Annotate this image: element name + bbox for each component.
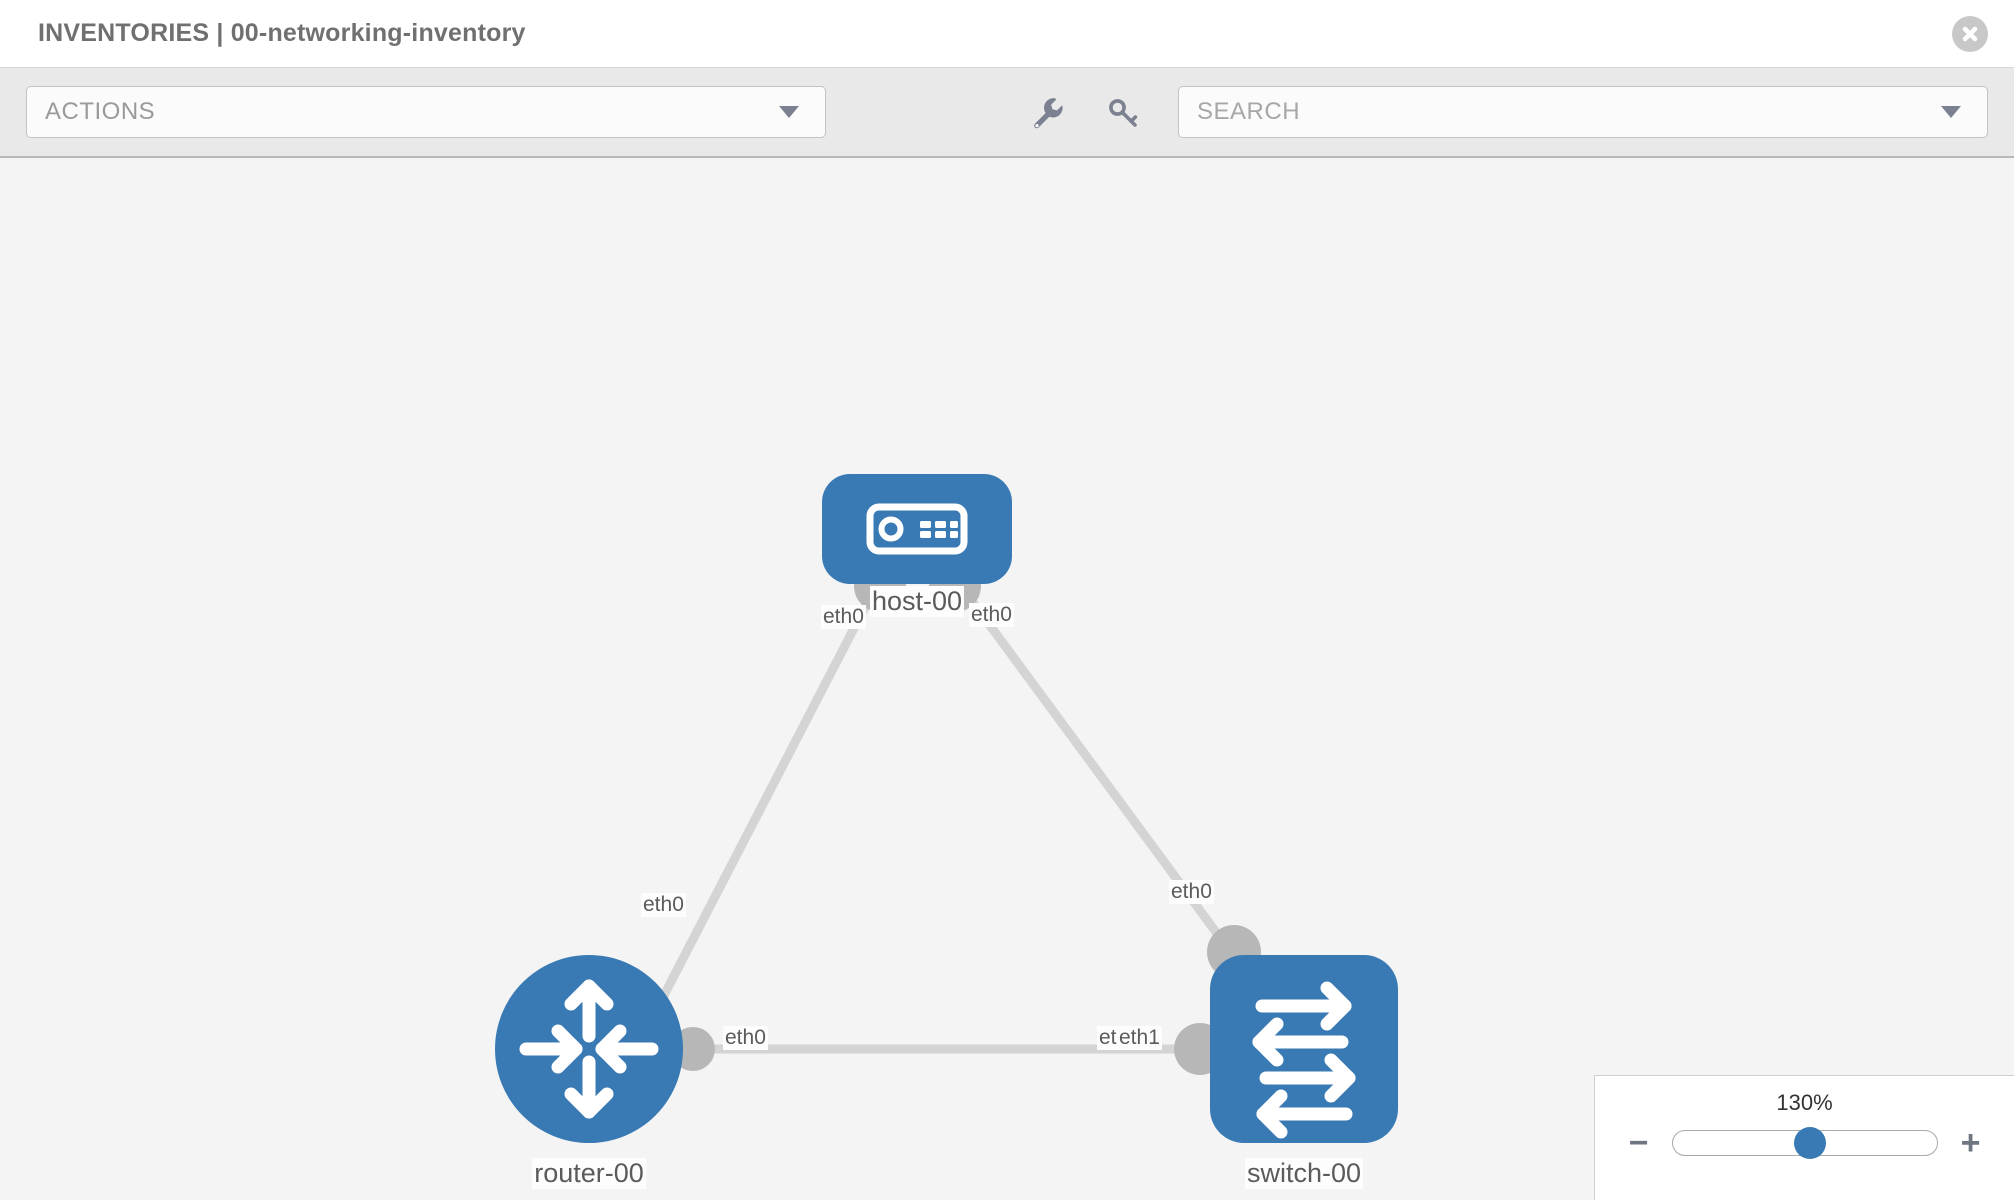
chevron-down-icon xyxy=(779,106,799,118)
topology-canvas[interactable]: host-00 router-00 switch-00 eth0 eth0 et… xyxy=(0,158,2014,1200)
window-titlebar: INVENTORIES | 00-networking-inventory xyxy=(0,0,2014,68)
node-router-00[interactable] xyxy=(495,955,683,1143)
search-chevron-down-icon[interactable] xyxy=(1941,106,1961,118)
zoom-slider-row: − + xyxy=(1595,1126,2014,1160)
zoom-slider-thumb[interactable] xyxy=(1793,1127,1826,1159)
link-host00-router00 xyxy=(655,573,885,1008)
node-switch-00[interactable] xyxy=(1210,955,1398,1143)
wrench-icon[interactable] xyxy=(1026,91,1068,133)
zoom-level-value: 130% xyxy=(1776,1090,1833,1115)
search-field[interactable] xyxy=(1178,86,1988,138)
node-host-00[interactable] xyxy=(822,474,1012,584)
search-input[interactable] xyxy=(1197,98,1969,126)
close-icon[interactable] xyxy=(1952,15,1988,52)
zoom-slider-track[interactable] xyxy=(1671,1127,1938,1159)
zoom-control-panel: 130% − + xyxy=(1594,1075,2014,1200)
toolbar: ACTIONS xyxy=(0,68,2014,158)
toolbar-icon-group xyxy=(1026,91,1144,133)
zoom-in-button[interactable]: + xyxy=(1960,1124,1981,1162)
page-title: INVENTORIES | 00-networking-inventory xyxy=(38,19,526,47)
zoom-out-button[interactable]: − xyxy=(1628,1124,1649,1162)
link-host00-switch00 xyxy=(950,573,1240,963)
actions-dropdown[interactable]: ACTIONS xyxy=(26,86,826,138)
topology-graph xyxy=(495,474,1398,1143)
actions-dropdown-label: ACTIONS xyxy=(45,98,156,125)
key-icon[interactable] xyxy=(1102,91,1144,133)
